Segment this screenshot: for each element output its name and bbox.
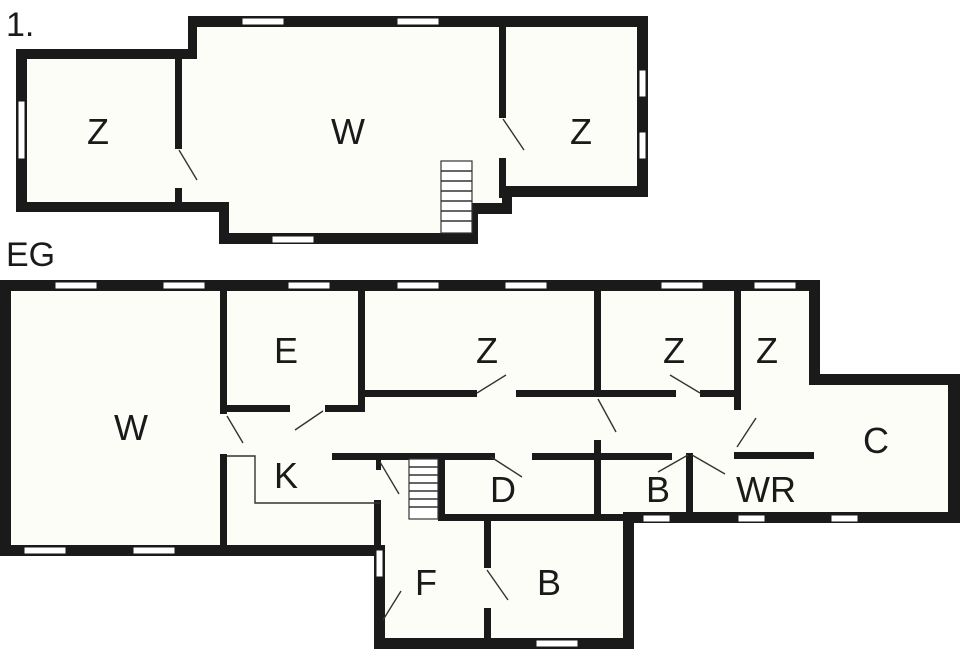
room-label: Z — [663, 330, 685, 371]
room-label: F — [415, 562, 437, 603]
room-label: B — [645, 469, 671, 510]
room-label: K — [273, 455, 299, 496]
upper-stairs — [440, 160, 473, 234]
room-label: D — [490, 469, 516, 510]
room-label: Z — [87, 111, 109, 152]
ground-stairs — [408, 458, 439, 520]
room-label: E — [273, 330, 299, 371]
room-label: Z — [476, 330, 498, 371]
room-label: WR — [736, 469, 796, 510]
room-label: B — [536, 562, 562, 603]
floor-label-ground: EG — [6, 236, 56, 274]
room-label: Z — [570, 111, 592, 152]
room-label: C — [863, 420, 889, 461]
room-label: W — [331, 111, 365, 152]
upper-floor-plan — [16, 16, 648, 244]
floor-label-upper: 1. — [6, 6, 35, 44]
ground-floor-plan — [0, 280, 960, 649]
room-label: W — [114, 407, 148, 448]
room-label: Z — [756, 330, 778, 371]
